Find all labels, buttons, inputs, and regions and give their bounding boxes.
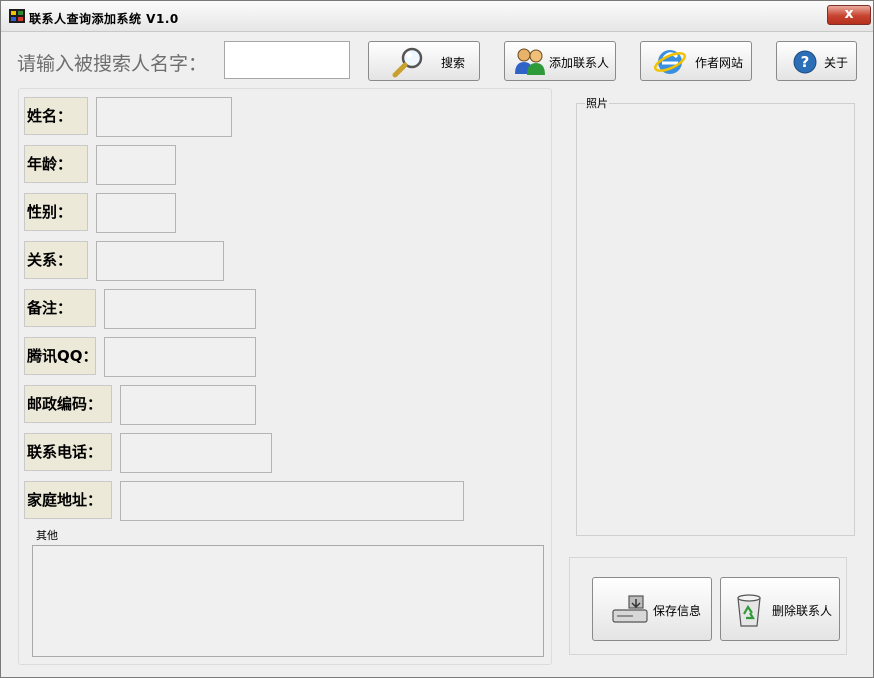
- postcode-field[interactable]: [120, 385, 256, 425]
- magnifier-icon: [392, 47, 423, 78]
- title-bar[interactable]: 联系人查询添加系统 V1.0 x: [1, 1, 873, 32]
- close-button[interactable]: x: [827, 5, 871, 25]
- save-drive-icon: [612, 595, 648, 623]
- save-info-button[interactable]: 保存信息: [592, 577, 712, 641]
- action-buttons-group: [569, 557, 847, 655]
- photo-group-label: 照片: [585, 95, 609, 111]
- gender-label: 性别：: [24, 193, 88, 231]
- save-info-button-label: 保存信息: [653, 604, 702, 618]
- author-website-button[interactable]: 作者网站: [640, 41, 752, 81]
- home-address-field[interactable]: [120, 481, 464, 521]
- author-website-button-label: 作者网站: [695, 56, 744, 70]
- remark-label: 备注：: [24, 289, 96, 327]
- name-label: 姓名：: [24, 97, 88, 135]
- delete-contact-button[interactable]: 删除联系人: [720, 577, 840, 641]
- svg-text:?: ?: [801, 53, 810, 71]
- name-field[interactable]: [96, 97, 232, 137]
- search-button[interactable]: 搜索: [368, 41, 480, 81]
- home-address-label: 家庭地址：: [24, 481, 112, 519]
- add-contact-button-label: 添加联系人: [549, 56, 610, 70]
- close-icon: x: [844, 6, 854, 22]
- about-button-label: 关于: [824, 56, 849, 70]
- age-field[interactable]: [96, 145, 176, 185]
- search-button-label: 搜索: [441, 56, 466, 70]
- qq-label: 腾讯QQ：: [24, 337, 98, 375]
- add-contact-button[interactable]: 添加联系人: [504, 41, 616, 81]
- other-notes-textarea[interactable]: [32, 545, 544, 657]
- help-icon: ?: [793, 50, 817, 74]
- search-name-input[interactable]: [224, 41, 350, 79]
- gender-field[interactable]: [96, 193, 176, 233]
- recycle-bin-icon: [737, 594, 761, 627]
- phone-field[interactable]: [120, 433, 272, 473]
- delete-contact-button-label: 删除联系人: [772, 604, 833, 618]
- relationship-label: 关系：: [24, 241, 88, 279]
- contact-fields-group: [18, 88, 552, 665]
- internet-explorer-icon: [654, 50, 686, 74]
- qq-field[interactable]: [104, 337, 256, 377]
- users-icon: [515, 48, 545, 75]
- age-label: 年龄：: [24, 145, 88, 183]
- about-button[interactable]: ? 关于: [776, 41, 857, 81]
- postcode-label: 邮政编码：: [24, 385, 112, 423]
- search-prompt-label: 请输入被搜索人名字：: [17, 53, 208, 75]
- window-title: 联系人查询添加系统 V1.0: [29, 12, 179, 26]
- phone-label: 联系电话：: [24, 433, 112, 471]
- contacts-app-icon: [9, 9, 25, 23]
- other-group-label: 其他: [35, 527, 59, 543]
- relationship-field[interactable]: [96, 241, 224, 281]
- remark-field[interactable]: [104, 289, 256, 329]
- photo-frame[interactable]: [576, 103, 855, 536]
